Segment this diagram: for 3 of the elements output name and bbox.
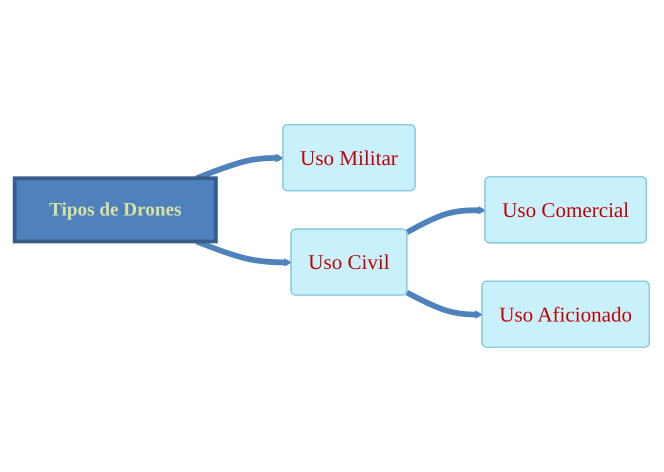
- arrow: [406, 206, 486, 235]
- node-box: Tipos de Drones: [12, 176, 218, 244]
- arrow: [406, 290, 483, 319]
